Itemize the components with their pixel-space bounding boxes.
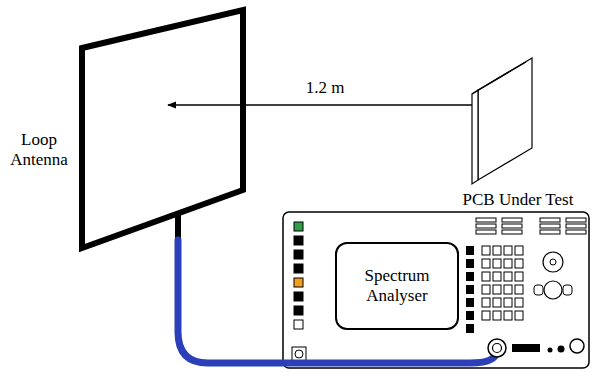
softkey	[466, 324, 474, 333]
keypad-key	[515, 259, 523, 268]
analyser-knob	[550, 259, 556, 265]
function-key	[540, 218, 560, 222]
softkey	[466, 246, 474, 255]
pcb-label: PCB Under Test	[448, 190, 588, 210]
function-key	[502, 230, 522, 234]
keypad-key	[515, 272, 523, 281]
coax-cable	[178, 240, 497, 363]
keypad-key	[504, 285, 512, 294]
function-key	[566, 230, 586, 234]
rf-input-connector	[488, 339, 506, 357]
analyser-body	[283, 212, 589, 368]
analyser-knob	[543, 252, 563, 272]
analyser-led	[548, 348, 553, 353]
loop-antenna	[82, 10, 243, 248]
distance-label: 1.2 m	[290, 78, 360, 98]
keypad-key	[504, 298, 512, 307]
keypad-key	[482, 298, 490, 307]
keypad-key	[504, 311, 512, 320]
keypad-key	[515, 246, 523, 255]
function-key	[566, 218, 586, 222]
function-key	[502, 224, 522, 228]
antenna-label: Loop Antenna	[0, 130, 78, 170]
keypad-key	[482, 272, 490, 281]
keypad-key	[493, 246, 501, 255]
rf-input-connector	[493, 344, 502, 353]
keypad-key	[515, 298, 523, 307]
side-button	[294, 236, 303, 245]
side-button	[294, 292, 303, 301]
pcb-edge	[472, 90, 478, 184]
function-key	[476, 224, 496, 228]
keypad-key	[493, 311, 501, 320]
function-key	[502, 218, 522, 222]
function-key	[540, 224, 560, 228]
softkey	[466, 272, 474, 281]
keypad-key	[482, 311, 490, 320]
distance-arrow	[168, 104, 480, 105]
function-key	[476, 230, 496, 234]
function-key	[540, 230, 560, 234]
power-switch	[292, 347, 306, 361]
keypad-key	[504, 272, 512, 281]
side-button	[294, 306, 303, 315]
analyser-buttons	[294, 218, 586, 333]
softkey	[466, 259, 474, 268]
keypad-key	[515, 285, 523, 294]
softkey	[466, 285, 474, 294]
side-button	[294, 250, 303, 259]
analyser-dpad	[544, 281, 562, 299]
keypad-key	[493, 259, 501, 268]
side-button	[294, 278, 303, 287]
analyser-dpad	[534, 285, 543, 295]
analyser-screen: Spectrum Analyser	[335, 242, 459, 330]
keypad-key	[515, 311, 523, 320]
analyser-led	[558, 346, 565, 353]
screen-text: Spectrum Analyser	[343, 266, 451, 306]
analyser-port	[570, 339, 584, 353]
side-button	[294, 222, 303, 231]
power-switch	[295, 350, 303, 358]
function-key	[476, 218, 496, 222]
pcb-board	[478, 58, 532, 180]
side-button	[294, 320, 303, 329]
keypad-key	[493, 285, 501, 294]
function-key	[566, 224, 586, 228]
side-button	[294, 264, 303, 273]
keypad-key	[493, 298, 501, 307]
analyser-slot	[512, 344, 540, 352]
keypad-key	[493, 272, 501, 281]
keypad-key	[482, 246, 490, 255]
softkey	[466, 311, 474, 320]
keypad-key	[504, 259, 512, 268]
pcb-edge	[472, 62, 526, 94]
keypad-key	[504, 246, 512, 255]
analyser-dpad	[563, 285, 572, 295]
softkey	[466, 298, 474, 307]
keypad-key	[482, 285, 490, 294]
keypad-key	[482, 259, 490, 268]
